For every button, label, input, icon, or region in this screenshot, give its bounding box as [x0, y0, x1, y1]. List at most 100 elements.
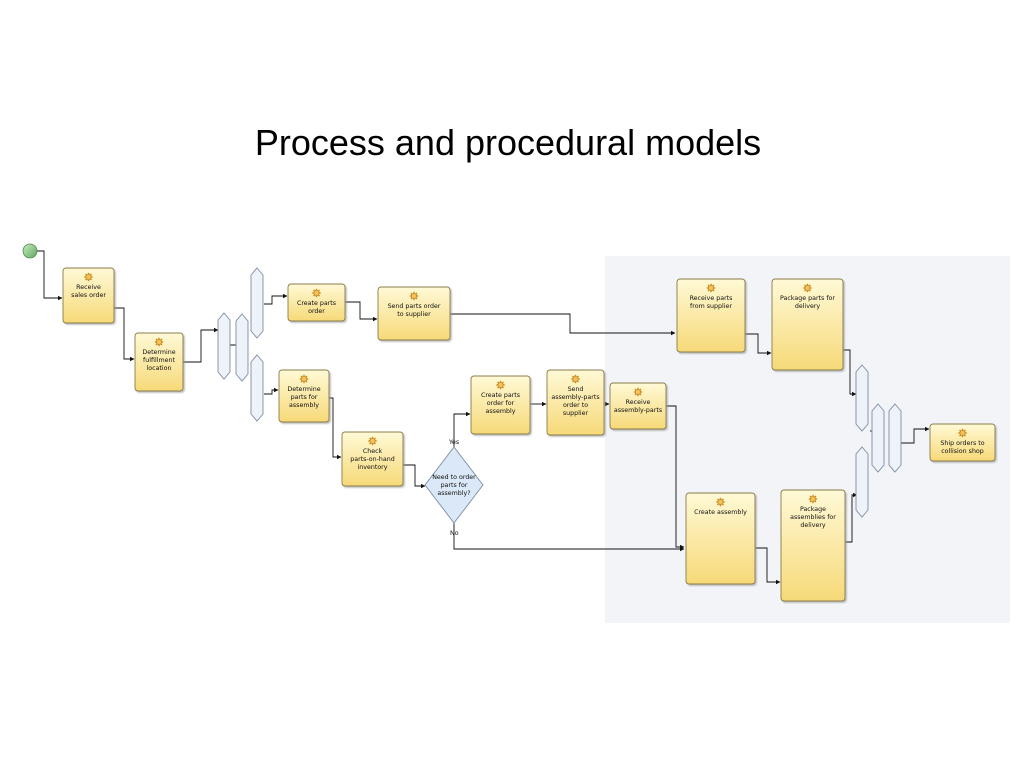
task-label-line: to supplier: [397, 311, 431, 318]
task-box: [685, 492, 756, 585]
task-label-line: collision shop: [941, 448, 984, 455]
decision-label-line: parts for: [441, 482, 468, 489]
gear-icon: [803, 283, 812, 293]
task-label-line: supplier: [563, 410, 589, 417]
task-label-line: order: [308, 308, 325, 315]
task-label-line: Determine: [142, 349, 175, 356]
task-label-line: Ship orders to: [940, 440, 984, 447]
task-box: [287, 283, 346, 322]
decision-label-line: assembly?: [437, 490, 470, 497]
task-box: [676, 278, 746, 353]
flow-decision-no: [453, 523, 685, 552]
task-label-line: Create parts: [297, 300, 336, 307]
split-bar-3: [250, 267, 264, 339]
split-bar-1: [217, 312, 231, 380]
task-label-line: Receive: [626, 399, 651, 406]
parallel-gateways: [217, 267, 902, 518]
task-label-line: Send: [568, 386, 584, 393]
task-box: [377, 286, 451, 341]
task-box: [780, 489, 846, 602]
gear-icon: [571, 374, 580, 384]
flow-receive-to-determine-location: [114, 307, 135, 362]
flow-receive-parts-to-package: [745, 333, 772, 356]
task-label-line: order to: [563, 402, 588, 409]
task-label-line: fulfillment: [143, 357, 175, 364]
flow-package-parts-to-bar: [843, 349, 857, 397]
task-label-line: sales order: [71, 292, 106, 299]
gear-icon: [84, 272, 93, 282]
gear-icon: [154, 337, 164, 347]
task-label-line: Receive parts: [690, 295, 733, 302]
task-label-line: inventory: [358, 464, 388, 471]
task-box: [771, 278, 844, 371]
sequence-flows: [37, 250, 930, 585]
yes-label: Yes: [448, 439, 459, 446]
task-label-line: Receive: [76, 284, 101, 291]
split-bar-4: [250, 354, 264, 422]
task-label-line: Create assembly: [694, 509, 747, 516]
task-box: [609, 382, 667, 430]
task-label-line: Determine: [287, 386, 320, 393]
join-bar-3: [871, 403, 885, 473]
no-label: No: [450, 530, 459, 537]
task-box: [546, 369, 605, 436]
task-label-line: Package: [800, 506, 826, 513]
task-label-line: Package parts for: [780, 295, 835, 302]
flow-bar-to-determine-parts: [264, 387, 279, 395]
task-label-line: Send parts order: [388, 303, 441, 310]
task-box: [929, 423, 996, 462]
task-label-line: delivery: [795, 303, 821, 310]
flow-package-assemblies-to-bar: [845, 492, 858, 543]
task-label-line: parts for: [291, 394, 318, 401]
join-bar-4: [888, 403, 902, 473]
task-label-line: parts-on-hand: [350, 456, 395, 463]
gear-icon: [299, 374, 309, 384]
gear-icon: [633, 387, 643, 397]
task-label: Create assembly: [694, 509, 747, 516]
task-label-line: assembly-parts: [614, 407, 662, 414]
task-label-line: from supplier: [690, 303, 732, 310]
flow-location-to-split: [183, 327, 219, 363]
gear-icon: [808, 494, 818, 504]
task-create-assembly[interactable]: Create assembly: [685, 492, 756, 585]
gear-icon: [706, 283, 716, 293]
gear-icon: [958, 428, 967, 438]
decision-label-line: Need to order: [432, 474, 476, 481]
gear-icon: [368, 436, 377, 446]
flow-create-parts-to-send: [345, 301, 378, 322]
task-label-line: delivery: [800, 522, 826, 529]
flow-create-assembly-to-package: [755, 547, 781, 585]
gear-icon: [716, 497, 725, 507]
start-event[interactable]: [22, 243, 38, 259]
flow-send-to-receive-parts: [450, 313, 676, 336]
gear-icon: [409, 291, 419, 301]
task-label-line: Create parts: [481, 392, 520, 399]
gear-icon: [496, 380, 505, 390]
